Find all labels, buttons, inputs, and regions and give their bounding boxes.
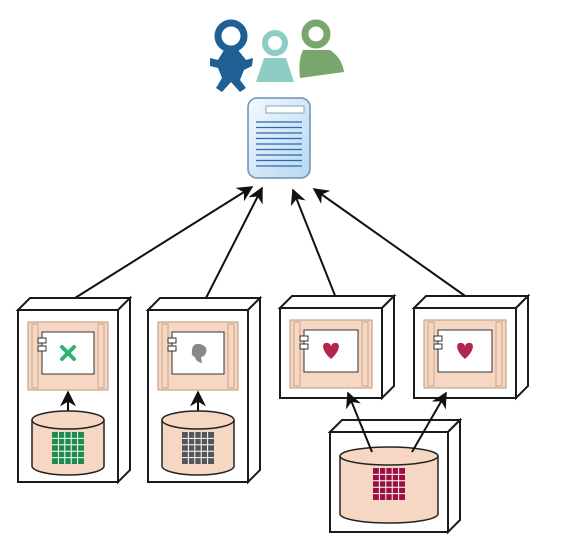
- component-port: [167, 337, 177, 344]
- heart-icon: [323, 342, 339, 359]
- arrow-node1-to-doc: [74, 186, 254, 299]
- nodes-group: [15, 293, 531, 485]
- component-rail-left: [427, 321, 435, 387]
- component-rail-left: [31, 323, 39, 389]
- component-rail-right: [361, 321, 369, 387]
- database-grid-icon: [52, 432, 84, 464]
- report-document-icon: [247, 97, 311, 179]
- database-grid-lines: [52, 432, 84, 464]
- box-top-face: [327, 419, 463, 433]
- node-3: [277, 293, 397, 401]
- arrow-db-to-node4: [411, 391, 447, 453]
- shared-database-node: [327, 417, 463, 535]
- box-side-face: [381, 293, 395, 401]
- node-1: [15, 295, 133, 485]
- component-rail-right: [495, 321, 503, 387]
- component-port: [299, 343, 309, 350]
- database-grid-icon: [182, 432, 214, 464]
- box-side-face: [247, 295, 261, 485]
- component-rail-right: [97, 323, 105, 389]
- component-port: [299, 335, 309, 342]
- arrow-db-to-node3: [346, 391, 373, 453]
- box-top-face: [411, 295, 531, 309]
- x-mark-icon: [60, 345, 76, 361]
- database-top: [161, 410, 235, 430]
- blob-icon: [191, 343, 207, 363]
- box-side-face: [515, 293, 529, 401]
- box-top-face: [15, 297, 133, 311]
- database-grid-icon: [373, 468, 405, 500]
- x-mark-stroke: [60, 345, 76, 361]
- arrows-to-document: [74, 186, 469, 299]
- box-top-face: [277, 295, 397, 309]
- person-teal-icon: [256, 30, 294, 82]
- component-port: [433, 335, 443, 342]
- component-rail-right: [227, 323, 235, 389]
- component-port: [37, 337, 47, 344]
- component-port: [167, 345, 177, 352]
- component-rail-left: [293, 321, 301, 387]
- node-4: [411, 293, 531, 401]
- heart-icon: [457, 342, 473, 359]
- arrow-node4-to-doc: [312, 188, 469, 299]
- database-grid-lines: [182, 432, 214, 464]
- arrow-node3-to-doc: [290, 188, 337, 299]
- component-box: [171, 331, 225, 375]
- box-side-face: [447, 417, 461, 535]
- component-port: [37, 345, 47, 352]
- database-top: [339, 446, 439, 466]
- person-blue-icon: [210, 19, 253, 92]
- component-port: [433, 343, 443, 350]
- box-side-face: [117, 295, 131, 485]
- person-green-icon: [299, 19, 344, 78]
- arrows-from-shared-db: [346, 391, 447, 453]
- box-top-face: [145, 297, 263, 311]
- users-group: [210, 19, 344, 92]
- arrow-node2-to-doc: [205, 186, 263, 299]
- node-2: [145, 295, 263, 485]
- component-rail-left: [161, 323, 169, 389]
- database-top: [31, 410, 105, 430]
- database-grid-lines: [373, 468, 405, 500]
